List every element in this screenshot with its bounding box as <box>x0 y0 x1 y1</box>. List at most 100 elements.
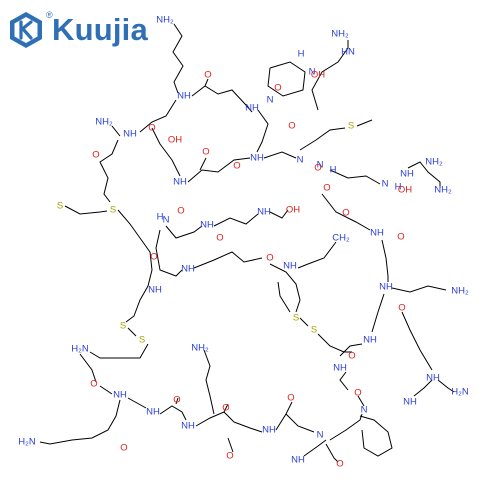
atom-label-s-55: S <box>139 335 145 346</box>
atom-label-h2n-72: H₂N <box>18 437 36 448</box>
atom-label-o-24: O <box>314 163 321 174</box>
atom-label-nh2-59: NH₂ <box>191 343 209 354</box>
bond-path-23 <box>269 263 301 313</box>
bond-path-46 <box>275 401 293 431</box>
bond-path-31 <box>127 327 137 337</box>
atom-label-o-62: O <box>90 379 97 390</box>
atom-label-n-22: N <box>317 160 324 171</box>
atom-label-h-29: H <box>395 182 402 193</box>
bond-path-0 <box>172 23 184 94</box>
atom-label-hn-2: HN <box>341 47 355 58</box>
bond-path-1 <box>191 85 253 113</box>
atom-label-o-32: O <box>323 183 330 194</box>
atom-label-nh-41: NH <box>370 228 384 239</box>
atom-label-nh-37: NH <box>200 220 214 231</box>
atom-label-nh2-0: NH₂ <box>156 15 174 26</box>
atom-label-nh-45: NH <box>181 264 195 275</box>
atom-label-oh-14: OH <box>168 135 182 146</box>
atom-label-nh-12: NH <box>123 129 137 140</box>
atom-label-s-57: S <box>311 325 317 336</box>
bond-path-19 <box>213 213 259 227</box>
atom-label-nh2-1: NH₂ <box>331 29 349 40</box>
atom-label-nh-38: NH <box>257 207 271 218</box>
atom-label-h-23: H <box>330 165 337 176</box>
atom-label-o-13: O <box>148 123 155 134</box>
bond-path-7 <box>111 125 121 137</box>
brand-name: Kuujia <box>52 12 148 47</box>
bond-path-34 <box>317 333 352 353</box>
registered-mark: ® <box>46 10 53 20</box>
bond-path-42 <box>195 411 235 427</box>
bond-path-49 <box>329 413 363 441</box>
bond-path-43 <box>203 349 215 415</box>
bond-path-55 <box>413 379 433 397</box>
atom-label-o-58: O <box>398 303 405 314</box>
bond-path-45 <box>233 421 263 433</box>
bond-path-16 <box>329 169 381 185</box>
bond-path-57 <box>227 437 234 453</box>
bond-path-35 <box>277 281 291 313</box>
atom-label-o-66: O <box>173 395 180 406</box>
bond-path-36 <box>79 353 97 383</box>
atom-label-o-61: O <box>348 351 355 362</box>
atom-label-o-27: O <box>233 161 240 172</box>
kuujia-hexagon-k-icon <box>10 12 42 48</box>
kuujia-logo: Kuujia ® <box>6 8 166 52</box>
bond-path-30 <box>117 209 153 323</box>
atom-label-o-75: O <box>222 403 229 414</box>
bond-path-54 <box>339 343 363 357</box>
atom-label-o-81: O <box>336 459 343 470</box>
atom-label-nh-51: NH <box>379 282 393 293</box>
bond-path-9 <box>151 127 181 177</box>
bond-path-27 <box>371 293 385 333</box>
bond-path-22 <box>193 251 263 269</box>
bond-path-17 <box>321 193 371 231</box>
atom-label-n-21: N <box>297 155 304 166</box>
atom-label-nh-9: NH <box>245 103 259 114</box>
atom-label-n-71: N <box>361 405 368 416</box>
bond-path-18 <box>165 225 203 239</box>
bond-path-41 <box>175 397 179 405</box>
atom-label-nh-26: NH <box>173 177 187 188</box>
atom-label-o-48: O <box>397 232 404 243</box>
bond-path-38 <box>39 399 121 445</box>
bond-path-25 <box>381 239 389 282</box>
atom-label-o-78: O <box>226 451 233 462</box>
atom-label-o-8: O <box>274 83 281 94</box>
bond-lines <box>39 23 455 463</box>
atom-label-nh-67: NH <box>146 407 160 418</box>
atom-label-nh2-18: NH₂ <box>425 157 443 168</box>
bond-path-52 <box>357 395 365 407</box>
bond-path-10 <box>187 157 251 183</box>
bond-path-15 <box>407 161 441 188</box>
bond-path-37 <box>99 385 113 395</box>
bond-path-33 <box>299 317 309 327</box>
atom-label-h-35: H <box>157 212 164 223</box>
atom-label-o-40: O <box>342 208 349 219</box>
atom-label-nh-77: NH <box>262 425 276 436</box>
atom-label-n-36: N <box>163 215 170 226</box>
bond-path-12 <box>199 157 207 171</box>
atom-label-o-5: O <box>204 70 211 81</box>
atom-label-h2n-69: H₂N <box>451 387 469 398</box>
atom-label-n-28: N <box>382 179 389 190</box>
bond-path-6 <box>139 99 177 133</box>
atom-label-o-34: O <box>177 206 184 217</box>
atom-label-nh-64: NH <box>333 363 347 374</box>
atom-label-nh-25: NH <box>400 169 414 180</box>
bond-path-24 <box>297 241 337 269</box>
bond-path-4 <box>256 109 269 153</box>
bond-path-56 <box>437 379 455 393</box>
atom-label-o-20: O <box>202 147 209 158</box>
atom-label-s-56: S <box>293 313 299 324</box>
atom-label-nh-50: NH <box>283 261 297 272</box>
atom-label-oh-39: OH <box>286 205 300 216</box>
bond-path-51 <box>359 415 393 457</box>
bond-path-11 <box>263 151 297 159</box>
bond-path-14 <box>356 119 373 127</box>
bond-path-47 <box>285 413 315 433</box>
bond-path-50 <box>325 443 339 463</box>
atom-label-o-73: O <box>120 443 127 454</box>
